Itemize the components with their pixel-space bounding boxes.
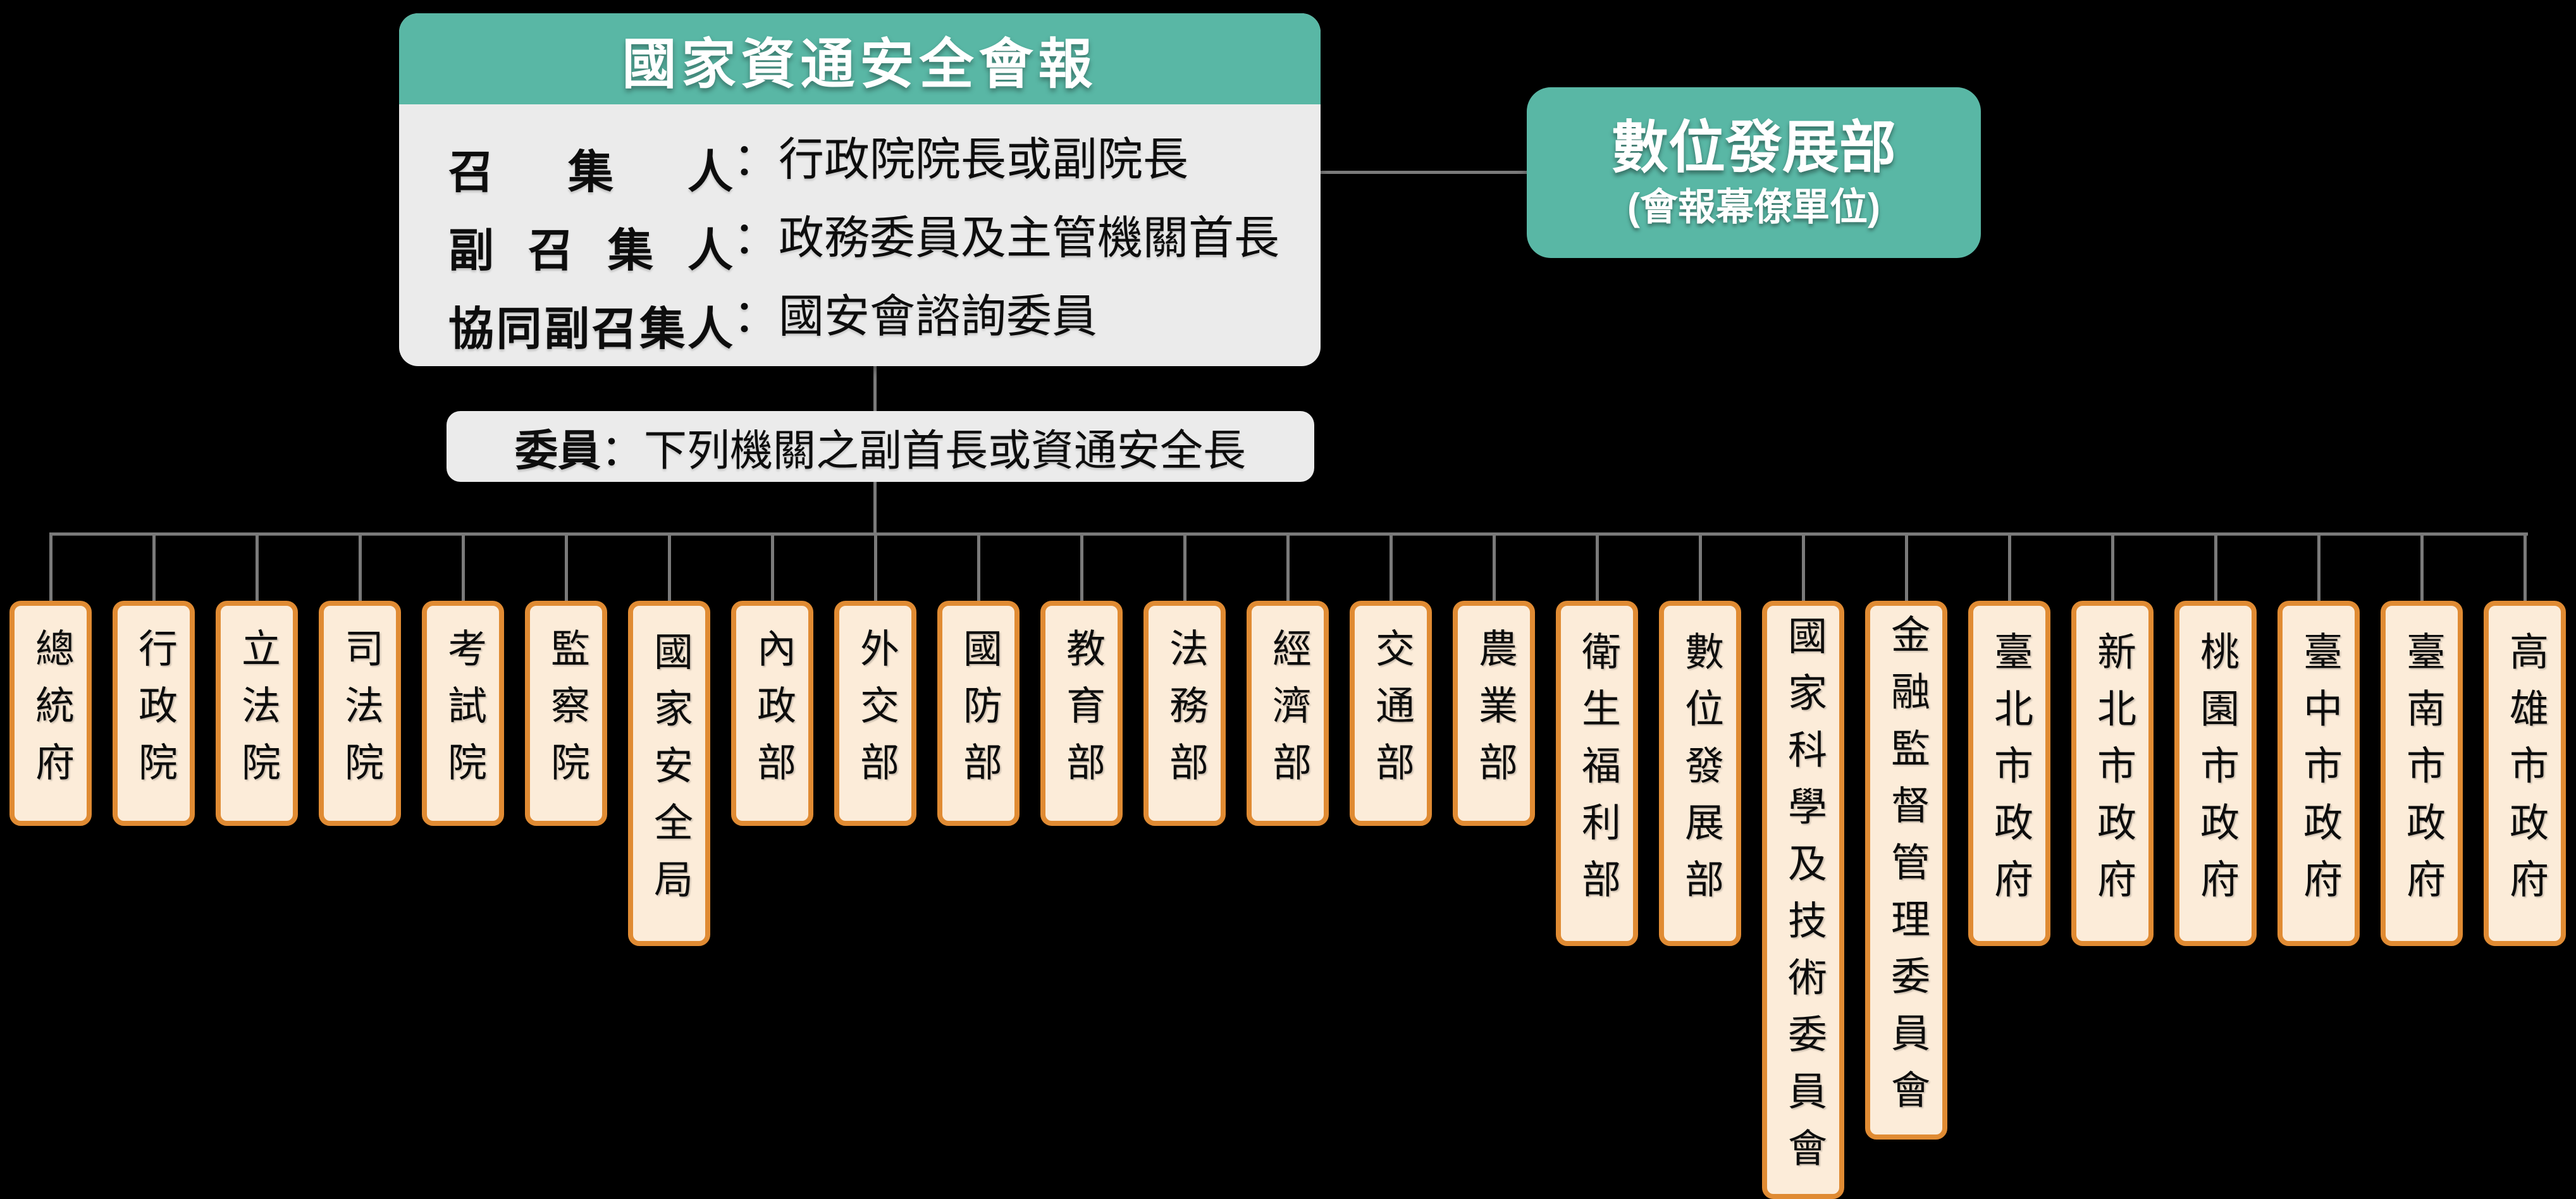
agency-box: 國家科學及技術委員會 bbox=[1762, 601, 1844, 1199]
agency-box: 臺中市政府 bbox=[2277, 601, 2360, 946]
committee-banner: 委員：下列機關之副首長或資通安全長 bbox=[447, 411, 1314, 482]
committee-text: ：下列機關之副首長或資通安全長 bbox=[601, 426, 1247, 475]
role-value: 行政院院長或副院長 bbox=[779, 135, 1189, 185]
agency-box: 總統府 bbox=[9, 601, 92, 826]
connector-stub bbox=[49, 534, 52, 601]
agency-box: 法務部 bbox=[1143, 601, 1226, 826]
agency-box: 臺南市政府 bbox=[2381, 601, 2463, 946]
agency-label: 法務部 bbox=[1163, 628, 1207, 799]
connector-stub bbox=[358, 534, 362, 601]
role-label: 協同副召集人 bbox=[448, 304, 733, 355]
connector-stub bbox=[2111, 534, 2114, 601]
connector-stub bbox=[1595, 534, 1599, 601]
agency-box: 外交部 bbox=[834, 601, 916, 826]
agency-box: 高雄市政府 bbox=[2484, 601, 2566, 946]
connector-stub bbox=[770, 534, 774, 601]
agency-box: 新北市政府 bbox=[2071, 601, 2154, 946]
agency-box: 行政院 bbox=[113, 601, 195, 826]
agency-label: 農業部 bbox=[1472, 628, 1516, 799]
agency-label: 考試院 bbox=[441, 628, 485, 799]
connector-stub bbox=[873, 534, 877, 601]
agency-label: 新北市政府 bbox=[2091, 631, 2135, 916]
agency-label: 外交部 bbox=[854, 628, 897, 799]
agency-box: 桃園市政府 bbox=[2174, 601, 2257, 946]
taskforce-box: 國家資通安全會報 召集人：行政院院長或副院長 副召集人：政務委員及主管機關首長 … bbox=[399, 13, 1321, 366]
connector-stub bbox=[1698, 534, 1702, 601]
connector-stub bbox=[564, 534, 568, 601]
connector-stub bbox=[1801, 534, 1805, 601]
agency-label: 內政部 bbox=[751, 628, 794, 799]
connector-stub bbox=[2317, 534, 2320, 601]
agency-box: 國家安全局 bbox=[628, 601, 710, 946]
secretariat-title: 數位發展部 bbox=[1612, 116, 1896, 180]
agency-box: 數位發展部 bbox=[1659, 601, 1741, 946]
agency-label: 國防部 bbox=[957, 628, 1001, 799]
connector-stub bbox=[1904, 534, 1908, 601]
connector-stub bbox=[2214, 534, 2217, 601]
agency-label: 行政院 bbox=[132, 628, 176, 799]
secretariat-box: 數位發展部 (會報幕僚單位) bbox=[1527, 87, 1981, 258]
agency-box: 臺北市政府 bbox=[1968, 601, 2050, 946]
agency-label: 教育部 bbox=[1060, 628, 1104, 799]
agency-box: 司法院 bbox=[319, 601, 401, 826]
agency-label: 交通部 bbox=[1369, 628, 1413, 799]
agency-label: 臺南市政府 bbox=[2400, 631, 2444, 916]
agency-box: 金融監督管理委員會 bbox=[1865, 601, 1947, 1140]
connector-stub bbox=[461, 534, 465, 601]
role-row-deputy-convener: 副召集人：政務委員及主管機關首長 bbox=[448, 206, 1321, 284]
agency-label: 金融監督管理委員會 bbox=[1885, 614, 1928, 1126]
taskforce-title: 國家資通安全會報 bbox=[622, 34, 1098, 95]
role-label: 副召集人 bbox=[448, 226, 733, 276]
role-row-convener: 召集人：行政院院長或副院長 bbox=[448, 127, 1321, 206]
connector-stub bbox=[977, 534, 980, 601]
connector-stub bbox=[1080, 534, 1083, 601]
agency-label: 高雄市政府 bbox=[2503, 631, 2547, 916]
agency-box: 監察院 bbox=[525, 601, 607, 826]
role-colon: ： bbox=[733, 213, 779, 264]
agency-box: 內政部 bbox=[731, 601, 813, 826]
role-colon: ： bbox=[733, 135, 779, 185]
connector-stub bbox=[1286, 534, 1290, 601]
connector-stub bbox=[2420, 534, 2424, 601]
agency-label: 經濟部 bbox=[1266, 628, 1310, 799]
agency-label: 衛生福利部 bbox=[1575, 631, 1619, 916]
secretariat-subtitle: (會報幕僚單位) bbox=[1627, 186, 1880, 228]
agency-label: 臺北市政府 bbox=[1988, 631, 2031, 916]
connector-stub bbox=[1389, 534, 1393, 601]
agency-box: 教育部 bbox=[1040, 601, 1123, 826]
role-value: 國安會諮詢委員 bbox=[779, 292, 1098, 342]
staff-connector-line bbox=[1321, 171, 1527, 174]
agency-label: 國家科學及技術委員會 bbox=[1782, 615, 1825, 1184]
agency-label: 監察院 bbox=[545, 628, 588, 799]
connector-stub bbox=[2007, 534, 2011, 601]
agency-box: 農業部 bbox=[1453, 601, 1535, 826]
agency-label: 司法院 bbox=[338, 628, 382, 799]
taskforce-box-header: 國家資通安全會報 bbox=[399, 13, 1321, 104]
role-value: 政務委員及主管機關首長 bbox=[779, 213, 1280, 264]
agency-label: 國家安全局 bbox=[648, 631, 691, 916]
agency-box: 衛生福利部 bbox=[1556, 601, 1638, 946]
connector-stub bbox=[2523, 534, 2527, 601]
role-label: 召集人 bbox=[448, 147, 733, 198]
agency-label: 桃園市政府 bbox=[2194, 631, 2238, 916]
connector-stub bbox=[152, 534, 156, 601]
agency-label: 數位發展部 bbox=[1679, 631, 1722, 916]
agency-label: 總統府 bbox=[29, 628, 73, 799]
role-row-co-deputy-convener: 協同副召集人：國安會諮詢委員 bbox=[448, 284, 1321, 362]
role-colon: ： bbox=[733, 292, 779, 342]
committee-prefix: 委員 bbox=[514, 426, 601, 475]
connector-stub bbox=[1183, 534, 1186, 601]
connector-stub bbox=[1492, 534, 1496, 601]
agency-box: 立法院 bbox=[216, 601, 298, 826]
agency-label: 臺中市政府 bbox=[2297, 631, 2341, 916]
agency-box: 交通部 bbox=[1350, 601, 1432, 826]
taskforce-box-body: 召集人：行政院院長或副院長 副召集人：政務委員及主管機關首長 協同副召集人：國安… bbox=[399, 104, 1321, 362]
agency-box: 經濟部 bbox=[1247, 601, 1329, 826]
connector-stub bbox=[255, 534, 259, 601]
agency-label: 立法院 bbox=[235, 628, 279, 799]
agency-box: 國防部 bbox=[937, 601, 1020, 826]
agency-box: 考試院 bbox=[422, 601, 504, 826]
connector-stub bbox=[667, 534, 671, 601]
distribution-line bbox=[49, 532, 2528, 536]
